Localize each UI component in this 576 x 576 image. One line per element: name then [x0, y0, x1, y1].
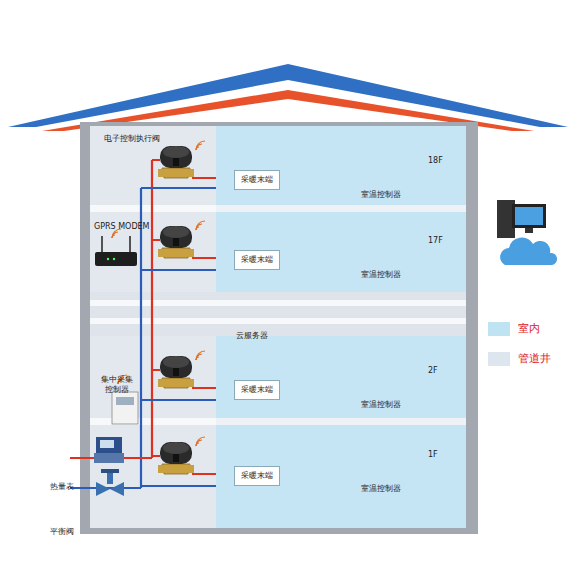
terminal-label: 采暖末端 [241, 255, 273, 265]
thermostat-label: 室温控制器 [361, 190, 401, 200]
thermostat-label: 室温控制器 [361, 400, 401, 410]
legend-swatch [488, 352, 510, 366]
legend-label: 室内 [518, 322, 540, 335]
heating-terminal-box: 采暖末端 [234, 250, 280, 270]
floor-label: 2F [428, 366, 438, 376]
legend-label: 管道井 [518, 352, 551, 365]
floor-label: 1F [428, 450, 438, 460]
thermostat-label: 室温控制器 [361, 270, 401, 280]
part-label: GPRS MODEM [94, 222, 576, 232]
terminal-label: 采暖末端 [241, 385, 273, 395]
part-label: 集中采集控制器 [100, 375, 134, 394]
terminal-label: 采暖末端 [241, 471, 273, 481]
floor-band: 18F 采暖末端室温控制器 [216, 126, 466, 205]
part-label: 平衡阀 [50, 527, 576, 537]
floor-band: 17F 采暖末端室温控制器 [216, 212, 466, 292]
legend-row: 室内 [488, 322, 540, 336]
thermostat-label: 室温控制器 [361, 484, 401, 494]
thermostat-label-box: 室温控制器 [361, 484, 401, 494]
part-label: 热量表 [50, 482, 576, 492]
heating-terminal-box: 采暖末端 [234, 380, 280, 400]
floor-band: 2F 采暖末端室温控制器 [216, 336, 466, 418]
heating-terminal-box: 采暖末端 [234, 170, 280, 190]
floor-label: 18F [428, 156, 443, 166]
legend-swatch [488, 322, 510, 336]
floor-band: 1F 采暖末端室温控制器 [216, 425, 466, 528]
thermostat-label-box: 室温控制器 [361, 400, 401, 410]
terminal-label: 采暖末端 [241, 175, 273, 185]
legend-row: 管道井 [488, 352, 551, 366]
thermostat-label-box: 室温控制器 [361, 270, 401, 280]
part-label: 电子控制执行阀 [104, 134, 576, 144]
thermostat-label-box: 室温控制器 [361, 190, 401, 200]
floor-label: 17F [428, 236, 443, 246]
heating-terminal-box: 采暖末端 [234, 466, 280, 486]
